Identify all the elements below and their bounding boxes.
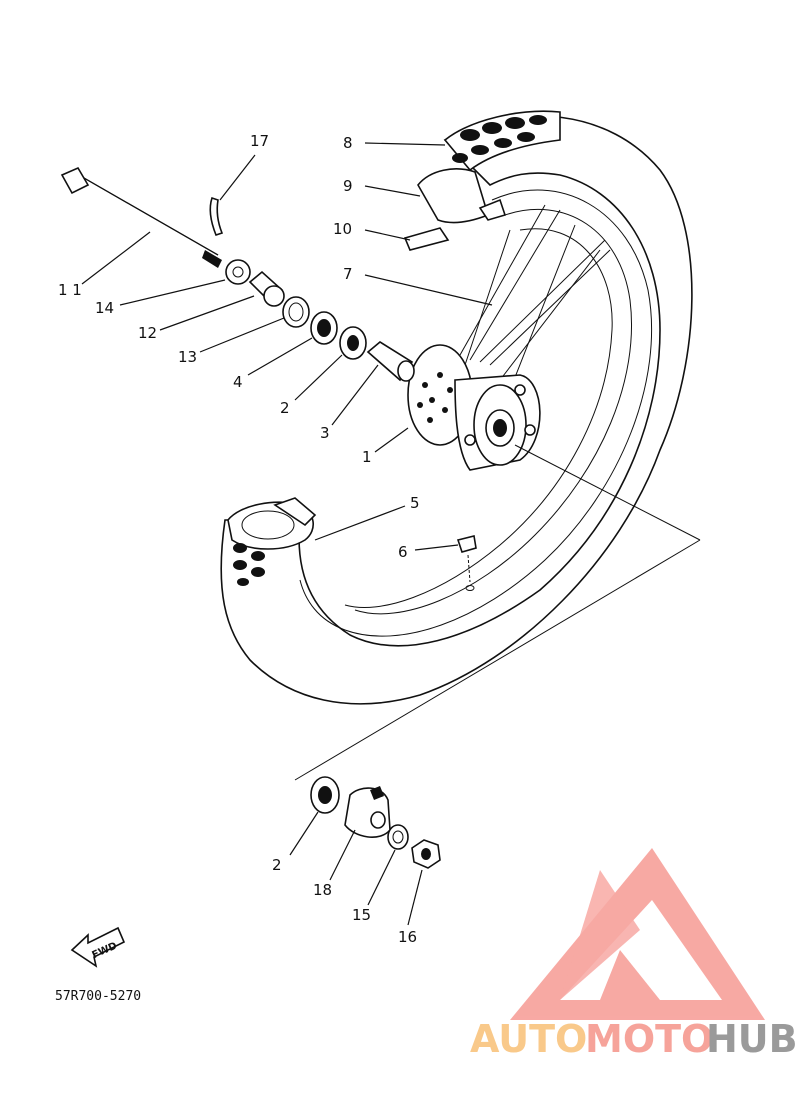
callout-6: 6 (398, 543, 408, 561)
callout-labels: 8 9 10 7 17 1 1 14 12 13 4 2 3 1 5 6 2 1… (58, 132, 420, 946)
fwd-arrow: FWD (70, 926, 126, 968)
spokes (459, 204, 611, 391)
tire-assembly (220, 110, 693, 705)
automotohub-logo (510, 848, 765, 1020)
callout-12: 12 (138, 324, 157, 342)
valve-cap-6 (456, 535, 477, 591)
bearing-4 (310, 311, 338, 345)
drawing-code: 57R700-5270 (55, 989, 141, 1004)
callout-8: 8 (343, 134, 353, 152)
meter-gear-18 (344, 786, 391, 838)
callout-7: 7 (343, 265, 353, 283)
axle-11 (60, 166, 222, 268)
callout-2-lower: 2 (272, 856, 282, 874)
washer-14 (225, 259, 251, 285)
collar-12 (248, 270, 285, 307)
automotohub-wordmark: AUTO MOTO HUB (470, 1017, 798, 1061)
callout-3: 3 (320, 424, 330, 442)
callout-18: 18 (313, 881, 332, 899)
hub (407, 344, 541, 471)
cotter-pin-17 (209, 196, 224, 236)
tread-pattern-lower (233, 543, 265, 586)
callout-15: 15 (352, 906, 371, 924)
callout-4: 4 (233, 373, 243, 391)
callout-17: 17 (250, 132, 269, 150)
callout-9: 9 (343, 177, 353, 195)
wordmark-hub: HUB (706, 1017, 798, 1061)
oil-seal-13 (282, 296, 310, 328)
wordmark-auto: AUTO (470, 1017, 587, 1061)
nut-16 (411, 839, 441, 869)
callout-1: 1 (362, 448, 372, 466)
bearing-2-lower (310, 776, 340, 814)
bearing-2-upper (339, 326, 367, 360)
wordmark-moto: MOTO (585, 1017, 713, 1061)
oil-seal-15 (387, 824, 409, 850)
callout-14: 14 (95, 299, 114, 317)
callout-16: 16 (398, 928, 417, 946)
callout-2-upper: 2 (280, 399, 290, 417)
callout-11: 1 1 (58, 281, 82, 299)
callout-5: 5 (410, 494, 420, 512)
callout-10: 10 (333, 220, 352, 238)
spacer-3 (366, 341, 415, 382)
tread-pattern-upper (452, 115, 547, 163)
leader-lines (81, 142, 701, 926)
callout-13: 13 (178, 348, 197, 366)
